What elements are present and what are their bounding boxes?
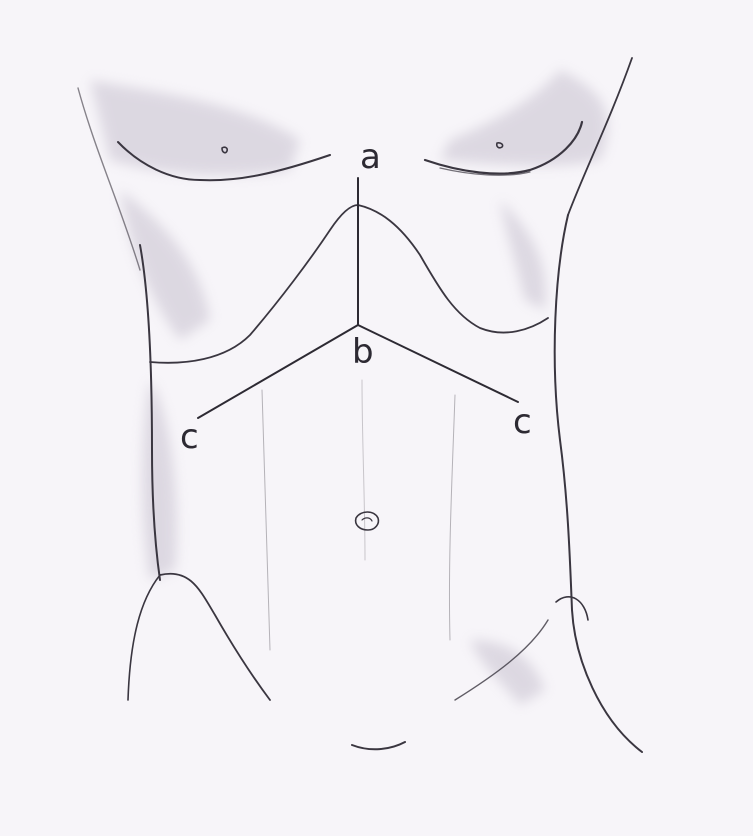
left-inguinal bbox=[160, 574, 270, 700]
umbilicus bbox=[356, 512, 379, 530]
left-hip bbox=[128, 575, 160, 700]
construction-lines bbox=[198, 178, 518, 418]
linea-left bbox=[262, 390, 270, 650]
pubic-curve bbox=[352, 742, 405, 749]
line-b-c-left bbox=[198, 325, 358, 418]
label-c-right: c bbox=[513, 405, 532, 439]
linea-right bbox=[449, 395, 455, 640]
midline-faint bbox=[362, 380, 365, 560]
label-b: b bbox=[352, 335, 374, 369]
label-c-left: c bbox=[180, 420, 199, 454]
line-b-c-right bbox=[358, 325, 518, 402]
label-a: a bbox=[360, 140, 381, 174]
right-flank bbox=[555, 215, 642, 752]
shading bbox=[90, 70, 608, 705]
